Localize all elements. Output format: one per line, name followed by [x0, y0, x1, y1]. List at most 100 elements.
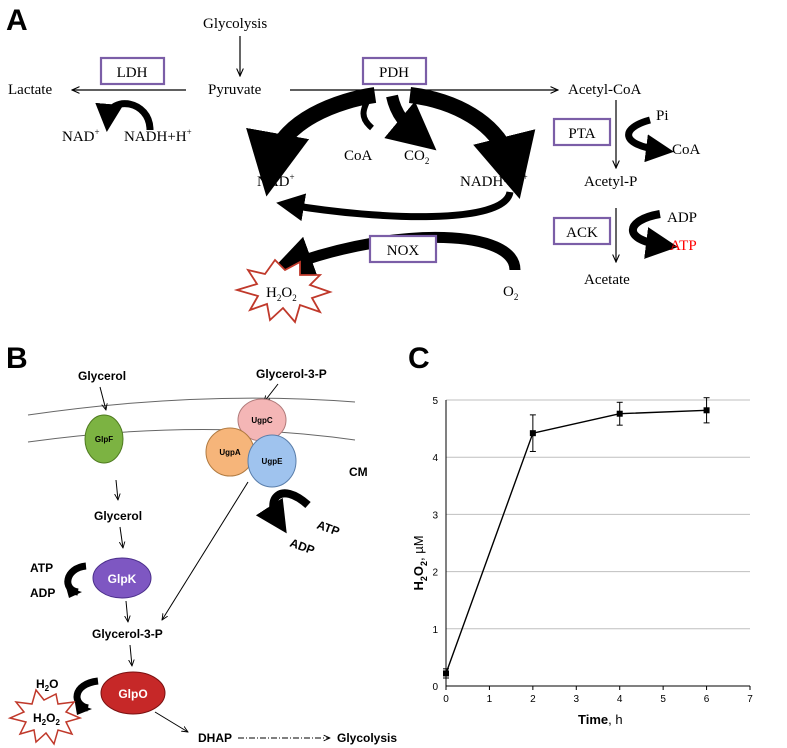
ack-cofactor-arrow [629, 210, 678, 259]
y-axis-title: H2O2, µM [411, 535, 429, 590]
h2o2-a-label: H2O2 [266, 285, 297, 303]
membrane-inner [27, 428, 356, 443]
pdh-arrow-co2 [384, 94, 437, 151]
glpk-enzyme [92, 557, 152, 599]
glycolysis-label: Glycolysis [203, 16, 267, 32]
h2o2-starburst-b [7, 688, 83, 746]
dhap-label: DHAP [198, 731, 232, 745]
glpo-enzyme [100, 671, 166, 715]
y-tick-label-0: 0 [432, 682, 438, 693]
glpo-label: GlpO [118, 687, 147, 701]
glpk-to-g3p-arrow [126, 600, 128, 622]
atp-right-label: ATP [315, 518, 342, 539]
pdh-box [361, 56, 428, 86]
x-tick-label-4: 4 [617, 694, 623, 705]
ack-label: ACK [566, 225, 598, 241]
nadh-mid-label: NADH+H+ [460, 172, 528, 190]
pta-box [552, 117, 612, 147]
panel-a-letter: A [6, 4, 28, 37]
panel-b-letter: B [6, 342, 28, 375]
y-tick-label-1: 1 [432, 625, 438, 636]
x-tick-label-7: 7 [747, 694, 753, 705]
x-tick-label-3: 3 [574, 694, 580, 705]
nox-box [368, 234, 438, 264]
glycolysis-b-label: Glycolysis [337, 731, 397, 745]
y-tick-label-4: 4 [432, 453, 438, 464]
data-point-1 [529, 430, 536, 437]
y-tick-label-2: 2 [432, 568, 438, 579]
x-tick-label-5: 5 [660, 694, 666, 705]
nadh-left-label: NADH+H+ [124, 127, 192, 145]
ldh-cofactor-arrow [95, 100, 154, 132]
h2o-label: H2O [36, 677, 58, 693]
pta-cofactor-arrow [625, 116, 674, 163]
panel-a: A Glycolysis Pyruvate Lactate Acetyl-CoA… [6, 4, 701, 324]
pdh-coa-stem [360, 94, 375, 131]
glycerol-top-label: Glycerol [78, 369, 126, 383]
x-tick-label-0: 0 [443, 694, 449, 705]
ugpe-label: UgpE [262, 457, 284, 466]
acetate-label: Acetate [584, 272, 630, 288]
ugpe-protein [247, 434, 297, 488]
o2-label: O2 [503, 284, 518, 302]
glycerol3p-top-label: Glycerol-3-P [256, 367, 327, 381]
atp-left-label: ATP [30, 561, 53, 575]
pdh-arrow-right [408, 87, 536, 200]
pi-label: Pi [656, 108, 669, 124]
pdh-label: PDH [379, 65, 409, 81]
glpo-h2o-arrow-body [73, 677, 99, 712]
ugp-atp-arrow [255, 489, 311, 534]
nox-regeneration-arrow [276, 190, 514, 222]
coa-right-label: CoA [672, 142, 701, 158]
ack-box [552, 216, 612, 246]
coa-label: CoA [344, 148, 373, 164]
data-point-3 [703, 407, 710, 414]
x-axis-title: Time, h [578, 712, 623, 727]
co2-label: CO2 [404, 148, 429, 166]
y-tick-label-5: 5 [432, 396, 438, 407]
ugp-to-g3p-arrow [162, 481, 249, 620]
nad-left-label: NAD+ [62, 127, 100, 145]
h2o2-b-label: H2O2 [33, 711, 60, 727]
membrane-outer [27, 397, 356, 416]
glpf-transporter [84, 414, 124, 464]
data-point-0 [443, 670, 449, 677]
glpo-h2o-arrowhead [75, 703, 92, 715]
x-tick-label-2: 2 [530, 694, 536, 705]
nox-h2o2-arrow [269, 231, 521, 279]
adp-left-label: ADP [30, 586, 55, 600]
glpf-to-glycerol-arrow [116, 479, 118, 500]
nox-label: NOX [387, 243, 420, 259]
panel-c-letter: C [408, 342, 430, 375]
glpf-label: GlpF [95, 435, 113, 444]
glycerol-to-glpf-arrow [99, 386, 106, 410]
glycerol-to-glpk-arrow [120, 526, 123, 548]
x-tick-label-1: 1 [487, 694, 493, 705]
glpk-label: GlpK [108, 572, 137, 586]
lactate-label: Lactate [8, 82, 52, 98]
acetyl-coa-label: Acetyl-CoA [568, 82, 641, 98]
glycerol-mid-label: Glycerol [94, 509, 142, 523]
atp-label: ATP [670, 238, 697, 254]
series-line-0 [445, 409, 707, 674]
acetyl-p-label: Acetyl-P [584, 174, 637, 190]
pta-label: PTA [568, 126, 595, 142]
panel-b: B CM Glycerol GlpF Glycerol-3-P UgpC Ugp… [6, 342, 397, 746]
h2o2-starburst-a [233, 258, 333, 324]
glpo-to-dhap-arrow [154, 711, 188, 732]
ldh-label: LDH [117, 65, 148, 81]
nad-mid-label: NAD+ [257, 172, 295, 190]
glpk-atp-arrowhead [66, 587, 82, 598]
pyruvate-label: Pyruvate [208, 82, 262, 98]
pdh-arrow-left [246, 87, 377, 197]
adp-right-label: ADP [288, 536, 317, 558]
y-tick-label-3: 3 [432, 510, 438, 521]
adp-label: ADP [667, 210, 697, 226]
data-point-2 [616, 410, 623, 417]
ugpa-label: UgpA [219, 448, 241, 457]
g3p-to-glpo-arrow [130, 644, 132, 666]
cm-label: CM [349, 465, 368, 479]
